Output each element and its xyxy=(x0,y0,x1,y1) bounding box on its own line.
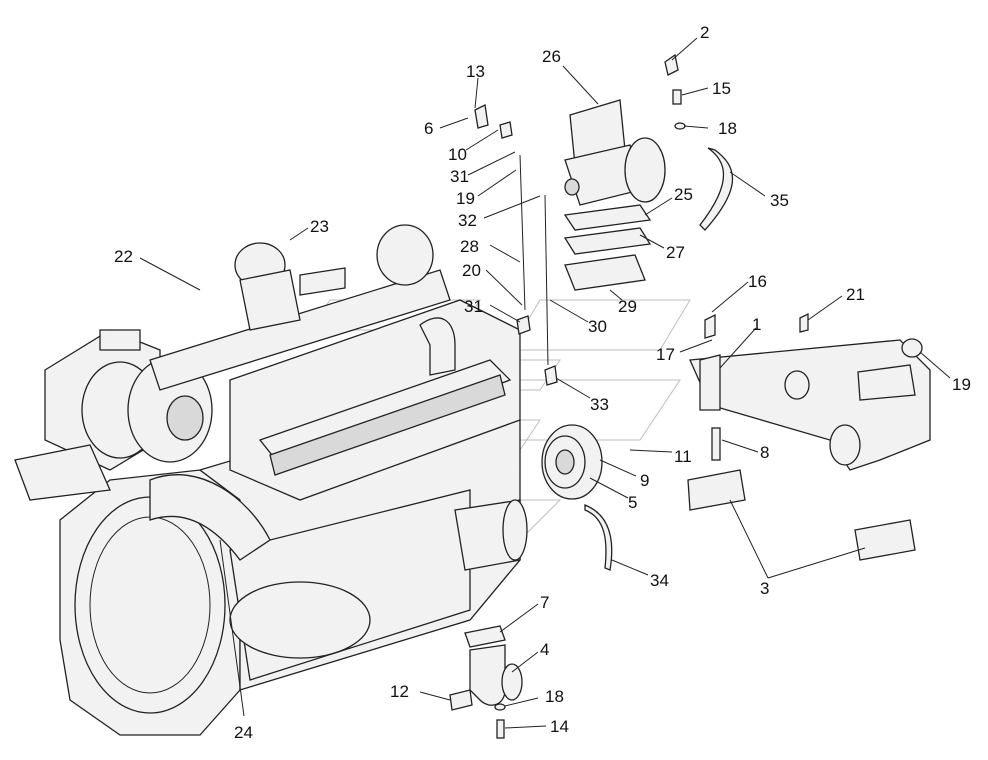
callout-11: 11 xyxy=(674,447,692,466)
callout-18a: 18 xyxy=(718,119,737,138)
callout-25: 25 xyxy=(674,185,693,204)
callout-2: 2 xyxy=(700,23,709,42)
pulley xyxy=(541,424,603,500)
callout-10: 10 xyxy=(448,145,467,164)
callout-18b: 18 xyxy=(545,687,564,706)
callout-9: 9 xyxy=(640,471,649,490)
callout-17: 17 xyxy=(656,345,675,364)
callouts: 2 26 13 15 18 6 10 31 19 35 25 32 23 27 … xyxy=(114,23,971,742)
callout-23: 23 xyxy=(310,217,329,236)
callout-28: 28 xyxy=(460,237,479,256)
callout-27: 27 xyxy=(666,243,685,262)
callout-24: 24 xyxy=(234,723,253,742)
engine-assembly xyxy=(14,224,528,736)
callout-31a: 31 xyxy=(450,167,469,186)
air-cleaner xyxy=(563,99,666,291)
callout-30: 30 xyxy=(588,317,607,336)
callout-7: 7 xyxy=(540,593,549,612)
callout-3: 3 xyxy=(760,579,769,598)
callout-34: 34 xyxy=(650,571,669,590)
callout-31b: 31 xyxy=(464,297,483,316)
leader-lines xyxy=(139,37,951,729)
callout-19b: 19 xyxy=(952,375,971,394)
callout-6: 6 xyxy=(424,119,433,138)
callout-29: 29 xyxy=(618,297,637,316)
callout-14: 14 xyxy=(550,717,569,736)
callout-21: 21 xyxy=(846,285,865,304)
callout-5: 5 xyxy=(628,493,637,512)
hoses xyxy=(449,53,809,739)
callout-35: 35 xyxy=(770,191,789,210)
callout-26: 26 xyxy=(542,47,561,66)
callout-8: 8 xyxy=(760,443,769,462)
callout-4: 4 xyxy=(540,640,549,659)
callout-16: 16 xyxy=(748,272,767,291)
callout-13: 13 xyxy=(466,62,485,81)
callout-19a: 19 xyxy=(456,189,475,208)
mounting-frame xyxy=(687,338,931,561)
callout-33: 33 xyxy=(590,395,609,414)
callout-20: 20 xyxy=(462,261,481,280)
callout-22: 22 xyxy=(114,247,133,266)
callout-15: 15 xyxy=(712,79,731,98)
callout-32: 32 xyxy=(458,211,477,230)
callout-12: 12 xyxy=(390,682,409,701)
callout-1: 1 xyxy=(752,315,761,334)
